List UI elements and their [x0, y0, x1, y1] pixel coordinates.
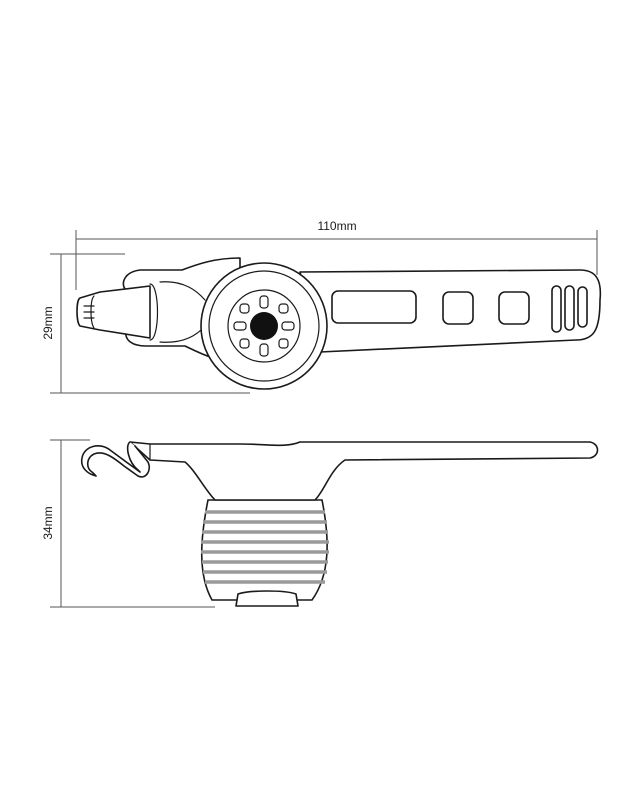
width-dimension: 110mm [75, 219, 598, 290]
valve-pin [239, 303, 250, 314]
grip-ribs [551, 285, 588, 333]
nozzle-outline [76, 285, 151, 339]
valve-pin [278, 338, 289, 349]
nozzle-collar [149, 283, 159, 341]
grip-rib [577, 286, 588, 328]
valve-ring [227, 289, 301, 363]
grip-rib [551, 285, 562, 333]
side-height-label: 34mm [41, 506, 55, 539]
side-view [80, 441, 599, 607]
side-body-outline [129, 441, 599, 501]
width-label: 110mm [317, 219, 356, 233]
valve-pins [233, 295, 295, 357]
side-height-dimension: 34mm [41, 439, 215, 608]
top-height-label: 29mm [41, 306, 55, 339]
top-height-dimension: 29mm [41, 253, 250, 394]
valve-pin [278, 303, 289, 314]
valve-pin [281, 321, 295, 331]
rubber-band-body [200, 499, 328, 601]
grip-rib [564, 285, 575, 331]
top-view [76, 257, 602, 390]
valve-pin [239, 338, 250, 349]
strap-slot-long [331, 290, 417, 324]
rubber-band-stripes [201, 510, 329, 584]
band-cutout [235, 590, 299, 607]
valve-center [250, 312, 278, 340]
strap-hole-2 [498, 291, 530, 325]
valve-pin [233, 321, 247, 331]
dial-inner-ring [208, 270, 320, 382]
nozzle-tip-ring [90, 295, 95, 329]
valve-pin [259, 343, 269, 357]
valve-pin [259, 295, 269, 309]
strap-hole-1 [442, 291, 474, 325]
hook [80, 441, 151, 478]
